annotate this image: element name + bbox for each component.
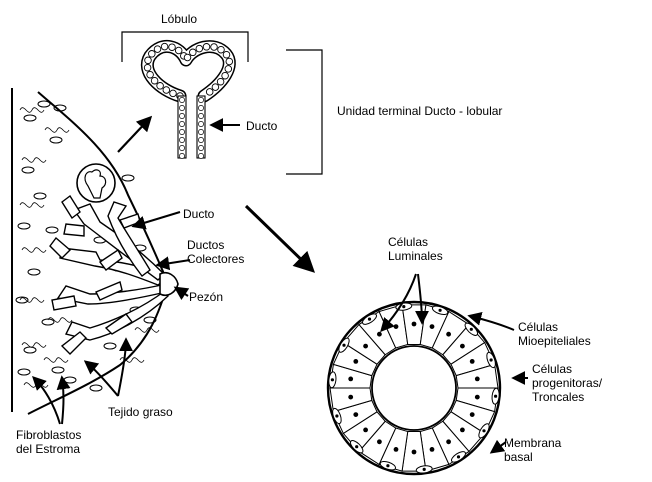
- tdlu-lobule: [122, 32, 322, 174]
- label-unidad-terminal: Unidad terminal Ducto - lobular: [337, 104, 502, 118]
- arrow-ductos-colectores: [158, 260, 190, 265]
- nipple: [160, 273, 178, 296]
- lobule-highlight: [77, 164, 115, 202]
- breast-outline: [28, 92, 168, 414]
- duct-cross-section: [328, 302, 500, 474]
- arrow-tejido-graso-2: [86, 362, 118, 396]
- arrow-fibroblastos-2: [62, 378, 64, 424]
- arrow-tejido-graso-1: [118, 340, 126, 396]
- arrow-to-lobule: [118, 118, 150, 152]
- label-pezon: Pezón: [189, 290, 223, 304]
- arrow-to-cross-section: [246, 206, 312, 270]
- label-ducto-lobulo: Ducto: [246, 119, 277, 133]
- tdlu-bracket: [286, 50, 322, 174]
- arrow-ducto: [134, 212, 180, 226]
- arrow-pezon: [176, 288, 188, 296]
- label-tejido-graso: Tejido graso: [108, 405, 173, 419]
- duct-lumen: [372, 346, 456, 430]
- label-lobulo: Lóbulo: [161, 12, 197, 26]
- label-ducto: Ducto: [183, 207, 214, 221]
